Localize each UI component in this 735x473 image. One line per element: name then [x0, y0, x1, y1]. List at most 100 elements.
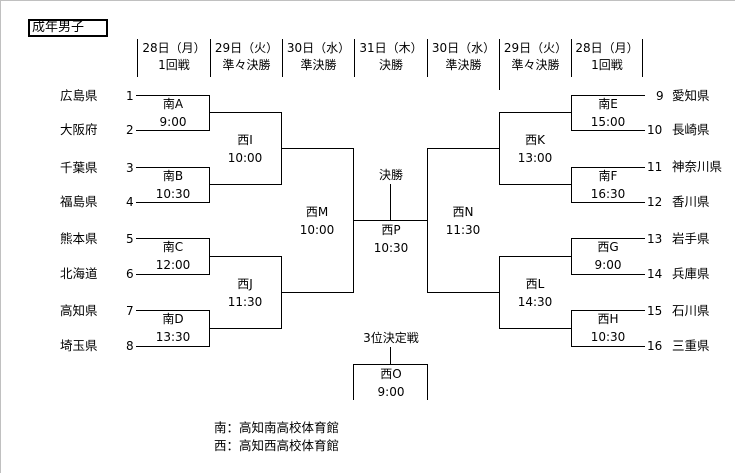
header-separator [354, 39, 355, 77]
match-G: 西G 9:00 [568, 240, 648, 272]
venue-legend-west: 西：高知西高校体育館 [214, 438, 340, 453]
header-round: 1回戦 [591, 58, 623, 72]
header-separator [571, 39, 572, 77]
category-title: 成年男子 [28, 19, 108, 37]
bracket-line [136, 167, 210, 168]
header-round: 準決勝 [445, 58, 482, 72]
header-round: 準々決勝 [222, 58, 271, 72]
team-name: 香川県 [672, 194, 710, 209]
match-E: 南E 15:00 [568, 97, 648, 129]
match-id: 西I [237, 133, 253, 147]
team-seed: 11 [647, 160, 663, 174]
match-I: 西I 10:00 [205, 133, 285, 165]
team-seed: 10 [647, 123, 663, 137]
team-name: 長崎県 [672, 122, 710, 137]
match-id: 南D [162, 312, 184, 326]
team-name: 北海道 [60, 266, 98, 281]
bracket-line [353, 364, 428, 365]
match-O: 西O 9:00 [351, 367, 431, 399]
header-date: 30日（水） [431, 41, 496, 55]
bracket-line [136, 95, 210, 96]
match-K: 西K 13:00 [495, 133, 575, 165]
match-id: 南B [162, 169, 184, 183]
match-time: 9:00 [159, 115, 187, 129]
match-time: 11:30 [445, 223, 481, 237]
header-separator [210, 39, 211, 77]
bracket-line [136, 346, 210, 347]
team-seed: 2 [126, 123, 134, 137]
header-separator [642, 39, 643, 77]
bracket-line [427, 148, 428, 293]
match-time: 10:00 [299, 223, 335, 237]
bracket-line [136, 274, 210, 275]
bracket-line [571, 167, 645, 168]
venue-legend-south: 南：高知南高校体育館 [214, 420, 340, 435]
header-right-round1: 28日（月） 1回戦 [572, 40, 642, 76]
bracket-line [209, 328, 282, 329]
bracket-line [499, 184, 572, 185]
bracket-line [209, 112, 282, 113]
bracket-line [571, 130, 645, 131]
team-name: 千葉県 [60, 160, 98, 175]
header-separator [137, 39, 138, 77]
team-name: 大阪府 [60, 122, 98, 137]
match-time: 14:30 [517, 295, 553, 309]
bracket-line [353, 220, 428, 221]
match-C: 南C 12:00 [133, 240, 213, 272]
team-seed: 13 [647, 232, 663, 246]
match-time: 10:30 [155, 187, 191, 201]
team-name: 岩手県 [672, 231, 710, 246]
header-date: 30日（水） [286, 41, 351, 55]
bracket-line [390, 184, 391, 220]
team-seed: 3 [126, 161, 134, 175]
bracket-line [209, 95, 210, 131]
match-time: 10:30 [590, 330, 626, 344]
match-time: 10:00 [227, 151, 263, 165]
match-id: 南C [162, 240, 184, 254]
team-seed: 1 [126, 89, 134, 103]
match-H: 西H 10:30 [568, 312, 648, 344]
final-label: 決勝 [378, 168, 403, 182]
header-right-quarterfinal: 29日（火） 準々決勝 [500, 40, 571, 76]
match-id: 南E [598, 97, 618, 111]
team-name: 福島県 [60, 194, 98, 209]
header-left-round1: 28日（月） 1回戦 [138, 40, 210, 76]
match-A: 南A 9:00 [133, 97, 213, 129]
bracket-line [209, 184, 282, 185]
header-left-semifinal: 30日（水） 準決勝 [283, 40, 354, 76]
match-L: 西L 14:30 [495, 277, 575, 309]
team-name: 高知県 [60, 303, 98, 318]
header-date: 29日（火） [503, 41, 568, 55]
bracket-line [571, 238, 645, 239]
header-date: 28日（月） [142, 41, 206, 55]
match-F: 南F 16:30 [568, 169, 648, 201]
team-seed: 14 [647, 267, 663, 281]
match-id: 西H [597, 312, 619, 326]
bracket-line [390, 347, 391, 364]
match-J: 西J 11:30 [205, 277, 285, 309]
match-time: 13:30 [155, 330, 191, 344]
bracket-line [499, 112, 572, 113]
match-id: 西G [597, 240, 619, 254]
bracket-line [571, 95, 645, 96]
bracket-line [571, 167, 572, 203]
team-name: 熊本県 [60, 231, 98, 246]
bracket-line [571, 202, 645, 203]
team-seed: 5 [126, 232, 134, 246]
bracket-line [209, 256, 282, 257]
team-seed: 12 [647, 195, 663, 209]
team-name: 三重県 [672, 338, 710, 353]
bracket-line [209, 167, 210, 203]
team-name: 神奈川県 [672, 159, 723, 174]
third-place-label: 3位決定戦 [363, 331, 419, 345]
bracket-line [427, 364, 428, 400]
header-separator [282, 39, 283, 77]
match-D: 南D 13:30 [133, 312, 213, 344]
bracket-line [136, 310, 210, 311]
team-seed: 7 [126, 304, 134, 318]
match-id: 西P [381, 223, 401, 237]
header-separator [499, 39, 500, 77]
header-round: 1回戦 [158, 58, 190, 72]
team-seed: 6 [126, 267, 134, 281]
header-right-semifinal: 30日（水） 準決勝 [428, 40, 499, 76]
